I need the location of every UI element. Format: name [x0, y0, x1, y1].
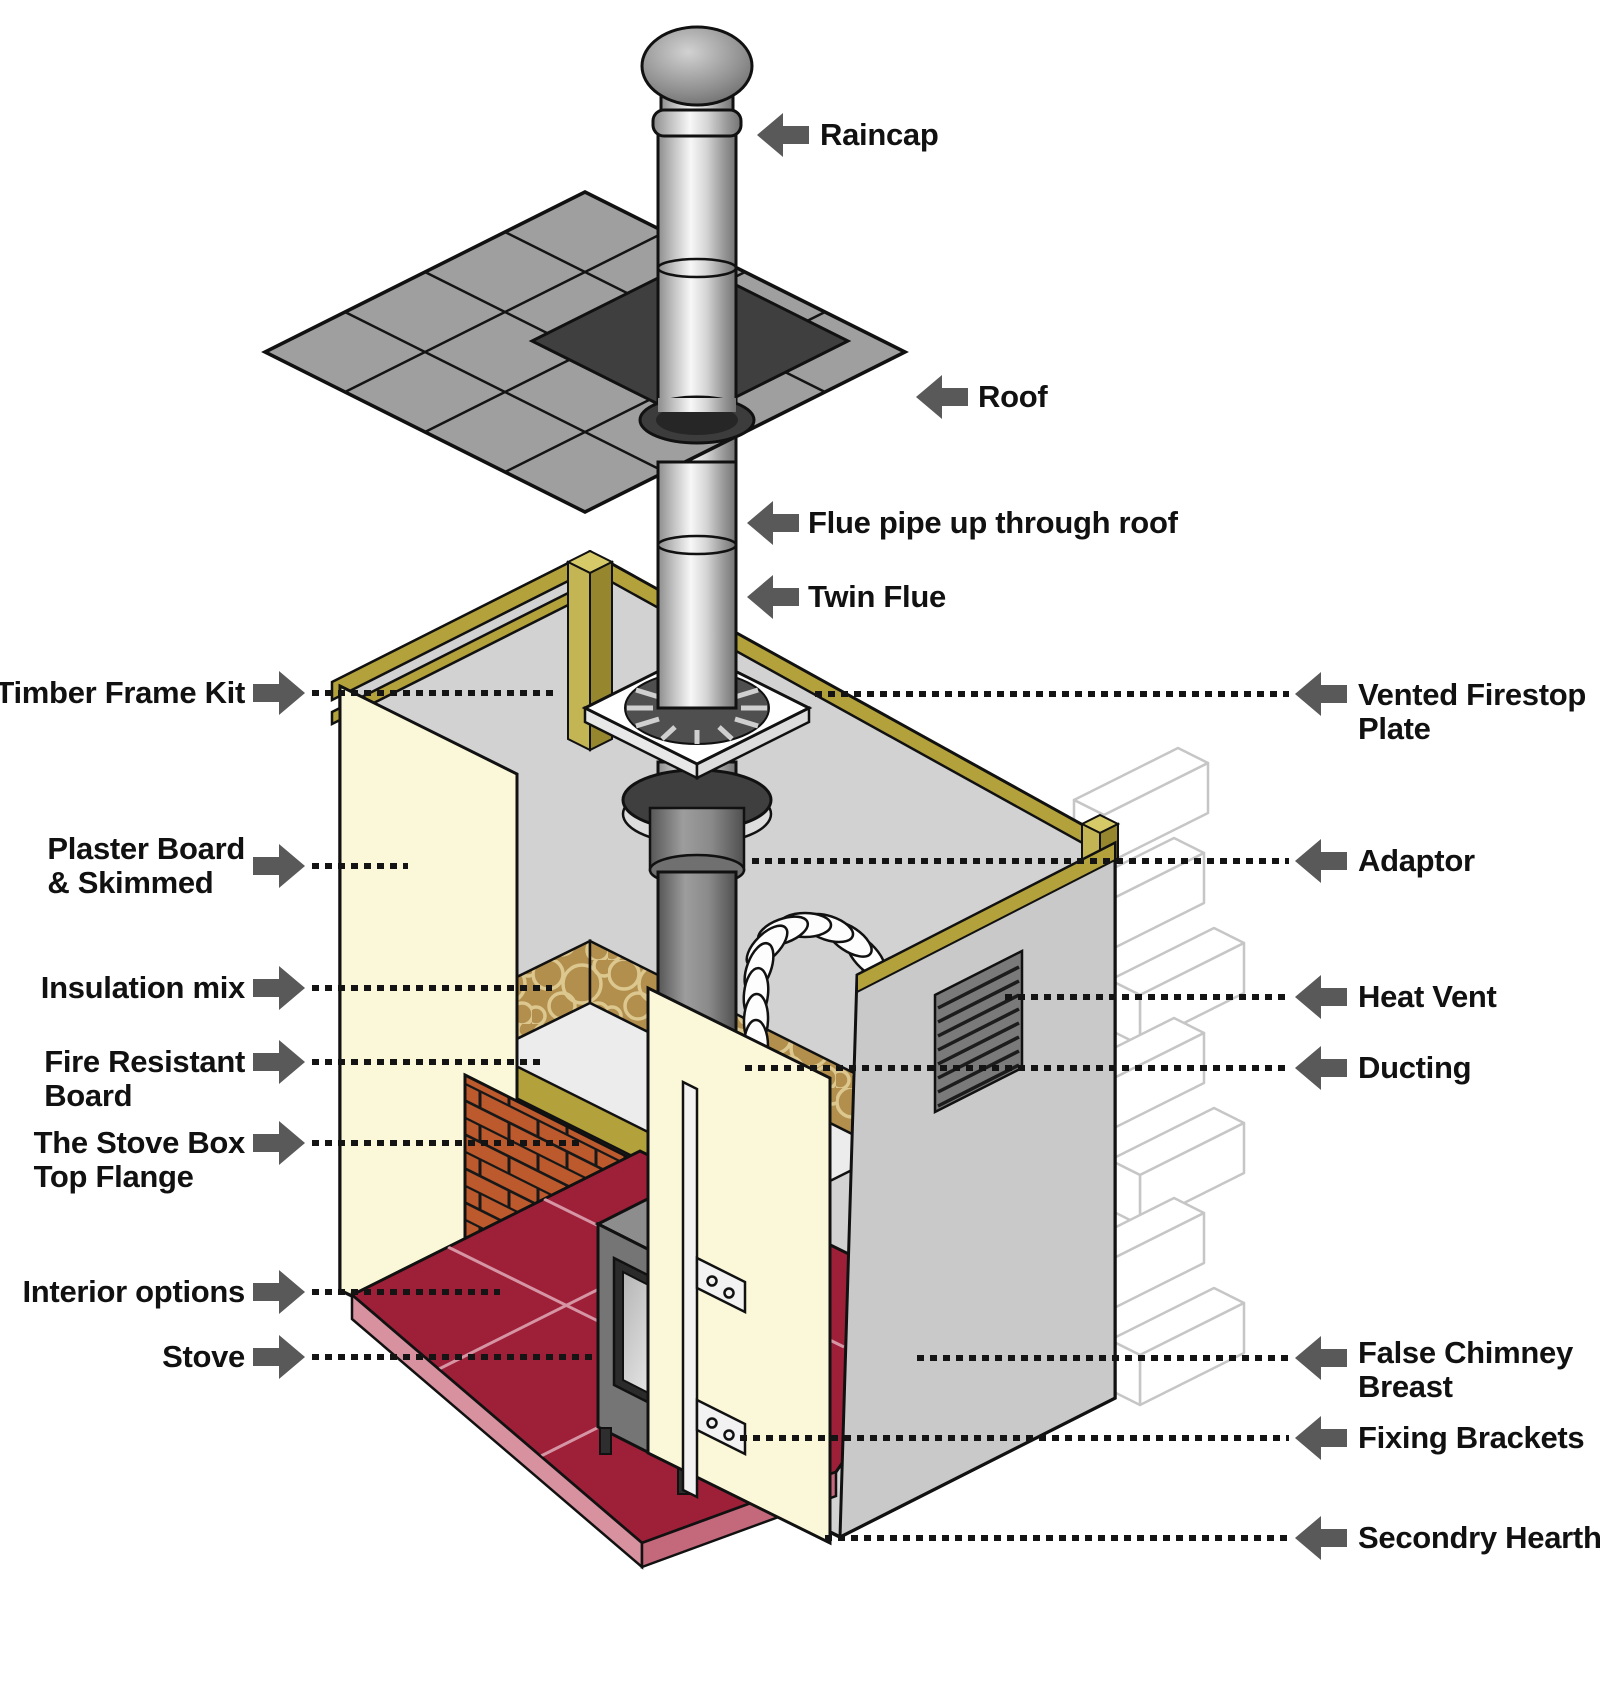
label-insulation-mix: Insulation mix [40, 970, 246, 1005]
heat-vent-graphic [933, 948, 1024, 1115]
label-fixing-brackets: Fixing Brackets [1358, 1420, 1585, 1455]
leader-line [312, 863, 408, 869]
adaptor-graphic [621, 760, 773, 887]
leader-line [825, 1535, 1289, 1541]
leader-line [752, 858, 1289, 864]
arrow-right-icon [253, 966, 305, 1010]
leader-line [312, 690, 556, 696]
label-timber-frame-kit: Timber Frame Kit [0, 675, 245, 710]
leader-line [312, 1140, 582, 1146]
label-adaptor: Adaptor [1358, 843, 1475, 878]
arrow-left-icon [1295, 975, 1347, 1019]
plasterboard-panel-right [646, 985, 832, 1546]
leader-line [312, 1059, 545, 1065]
leader-line [312, 1354, 592, 1360]
chimney-breast-box [330, 460, 1121, 1570]
label-plaster-board-skimmed: Plaster Board& Skimmed [47, 831, 245, 900]
label-ducting: Ducting [1358, 1050, 1472, 1085]
arrow-right-icon [253, 1121, 305, 1165]
arrow-left-icon [1295, 1416, 1347, 1460]
arrow-right-icon [253, 1335, 305, 1379]
raincap-graphic [640, 25, 754, 138]
label-secondry-hearth: Secondry Hearth [1358, 1520, 1600, 1555]
arrow-left-icon [1295, 1336, 1347, 1380]
label-stove: Stove [162, 1339, 245, 1374]
label-flue-pipe-up-through-roof: Flue pipe up through roof [808, 505, 1178, 540]
label-heat-vent: Heat Vent [1358, 979, 1497, 1014]
arrow-right-icon [253, 1270, 305, 1314]
leader-line [312, 985, 552, 991]
arrow-left-icon [1295, 839, 1347, 883]
arrow-right-icon [253, 1040, 305, 1084]
leader-line [740, 1435, 1289, 1441]
arrow-left-icon [757, 113, 809, 157]
arrow-left-icon [916, 375, 968, 419]
leader-line [312, 1289, 500, 1295]
label-twin-flue: Twin Flue [808, 579, 946, 614]
arrow-left-icon [747, 575, 799, 619]
arrow-left-icon [1295, 1046, 1347, 1090]
leader-line [815, 691, 1289, 697]
label-roof: Roof [978, 379, 1048, 414]
leader-line [745, 1065, 1289, 1071]
leader-line [917, 1355, 1289, 1361]
label-interior-options: Interior options [22, 1274, 245, 1309]
leader-line [1005, 994, 1289, 1000]
flue-pipe-upper [638, 124, 756, 445]
arrow-right-icon [253, 844, 305, 888]
label-raincap: Raincap [820, 117, 939, 152]
arrow-left-icon [1295, 1516, 1347, 1560]
fixing-brackets-graphic [681, 1079, 747, 1500]
twin-flue-pipe [656, 460, 738, 710]
arrow-right-icon [253, 671, 305, 715]
false-chimney-breast-wall [838, 840, 1117, 1540]
arrow-left-icon [1295, 672, 1347, 716]
roof-graphic [261, 190, 909, 514]
arrow-left-icon [747, 501, 799, 545]
